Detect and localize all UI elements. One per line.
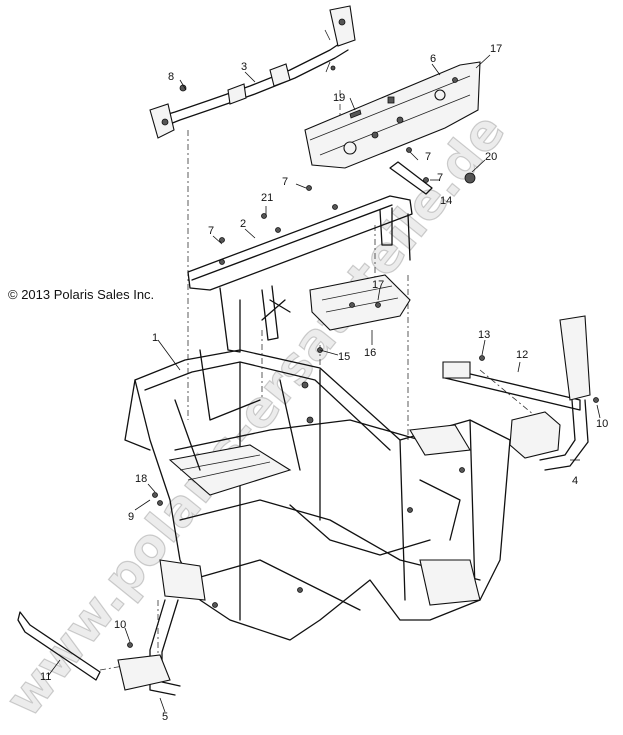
callout-14: 14 (440, 195, 452, 207)
part-19-fastener (349, 109, 362, 119)
callout-21: 21 (261, 192, 273, 204)
callout-7-d: 7 (208, 225, 214, 237)
part-4-front-bracket (509, 315, 591, 471)
part-12-bar (17, 611, 101, 681)
part-5-rear-bracket (117, 559, 206, 696)
callout-12: 11 (40, 671, 51, 683)
part-1-main-frame (124, 349, 511, 641)
callout-17-mid: 17 (372, 279, 384, 291)
part-2-rack (187, 195, 413, 353)
callout-11: 12 (516, 349, 528, 361)
callout-labels: 3 8 6 17 19 7 20 7 7 14 21 2 7 © 2013 Po… (8, 43, 608, 723)
part-20-nut (464, 172, 476, 184)
callout-18: 18 (135, 473, 147, 485)
part-11-bar (442, 361, 581, 411)
callout-5: 5 (162, 711, 168, 723)
callout-15: 15 (338, 351, 350, 363)
copyright-text: © 2013 Polaris Sales Inc. (8, 287, 154, 302)
fasteners (127, 65, 599, 648)
callout-6: 6 (430, 53, 436, 65)
watermark-text: www.polaris-ersatzteile.de (0, 102, 516, 727)
callout-4: 4 (572, 475, 578, 487)
part-6-bulkhead (304, 61, 481, 169)
part-16-skid-plate (309, 274, 411, 331)
leader-lines (47, 54, 601, 713)
callout-8: 8 (168, 71, 174, 83)
callout-10-right: 10 (596, 418, 608, 430)
callout-1: 1 (152, 332, 158, 344)
callout-7-c: 7 (437, 172, 443, 184)
part-3-cross-tube (149, 5, 356, 139)
callout-2: 2 (240, 218, 246, 230)
callout-17-top: 17 (490, 43, 502, 55)
callout-20: 20 (485, 151, 497, 163)
callout-13: 13 (478, 329, 490, 341)
callout-10-left: 10 (114, 619, 126, 631)
callout-9: 9 (128, 511, 134, 523)
callout-19: 19 (333, 92, 345, 104)
part-14-brace (389, 161, 433, 195)
callout-3: 3 (241, 61, 247, 73)
callout-7-b: 7 (282, 176, 288, 188)
callout-7-a: 7 (425, 151, 431, 163)
callout-16: 16 (364, 347, 376, 359)
